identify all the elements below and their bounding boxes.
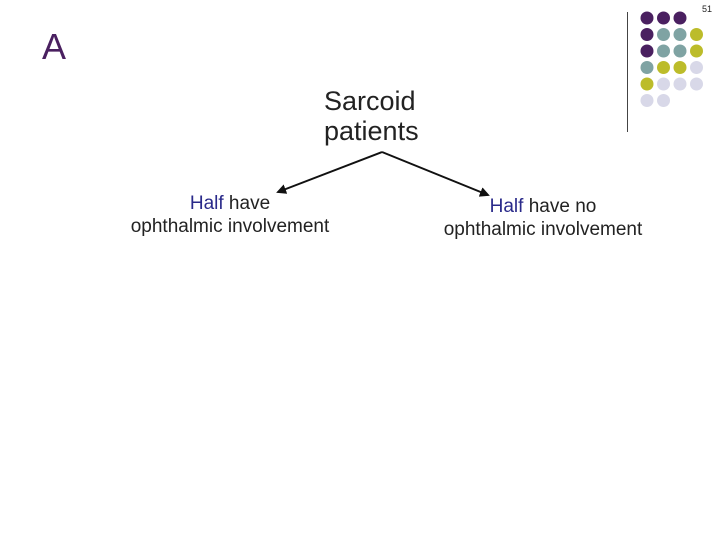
root-node-line-1: Sarcoid: [324, 86, 416, 116]
leaf-right-line-2: ophthalmic involvement: [443, 219, 643, 240]
leaf-left-line-1: Half have: [100, 192, 360, 215]
leaf-left-line-2: ophthalmic involvement: [130, 216, 330, 237]
root-node-sarcoid-patients: Sarcoid patients: [324, 86, 419, 146]
decorative-divider: [627, 12, 628, 132]
leaf-node-with-involvement: Half have ophthalmic involvement: [100, 192, 360, 238]
leaf-left-rest: have: [223, 193, 271, 214]
root-node-line-2: patients: [324, 116, 419, 146]
slide-number: 51: [701, 4, 712, 14]
arrow-to-left-branch: [276, 151, 383, 194]
leaf-node-without-involvement: Half have no ophthalmic involvement: [413, 195, 673, 241]
arrow-to-right-branch: [381, 151, 490, 197]
leaf-right-accent: Half: [489, 196, 524, 217]
leaf-left-accent: Half: [189, 193, 224, 214]
leaf-right-line-1: Half have no: [413, 195, 673, 218]
leaf-right-rest: have no: [523, 196, 597, 217]
slide-title: A: [42, 26, 68, 67]
